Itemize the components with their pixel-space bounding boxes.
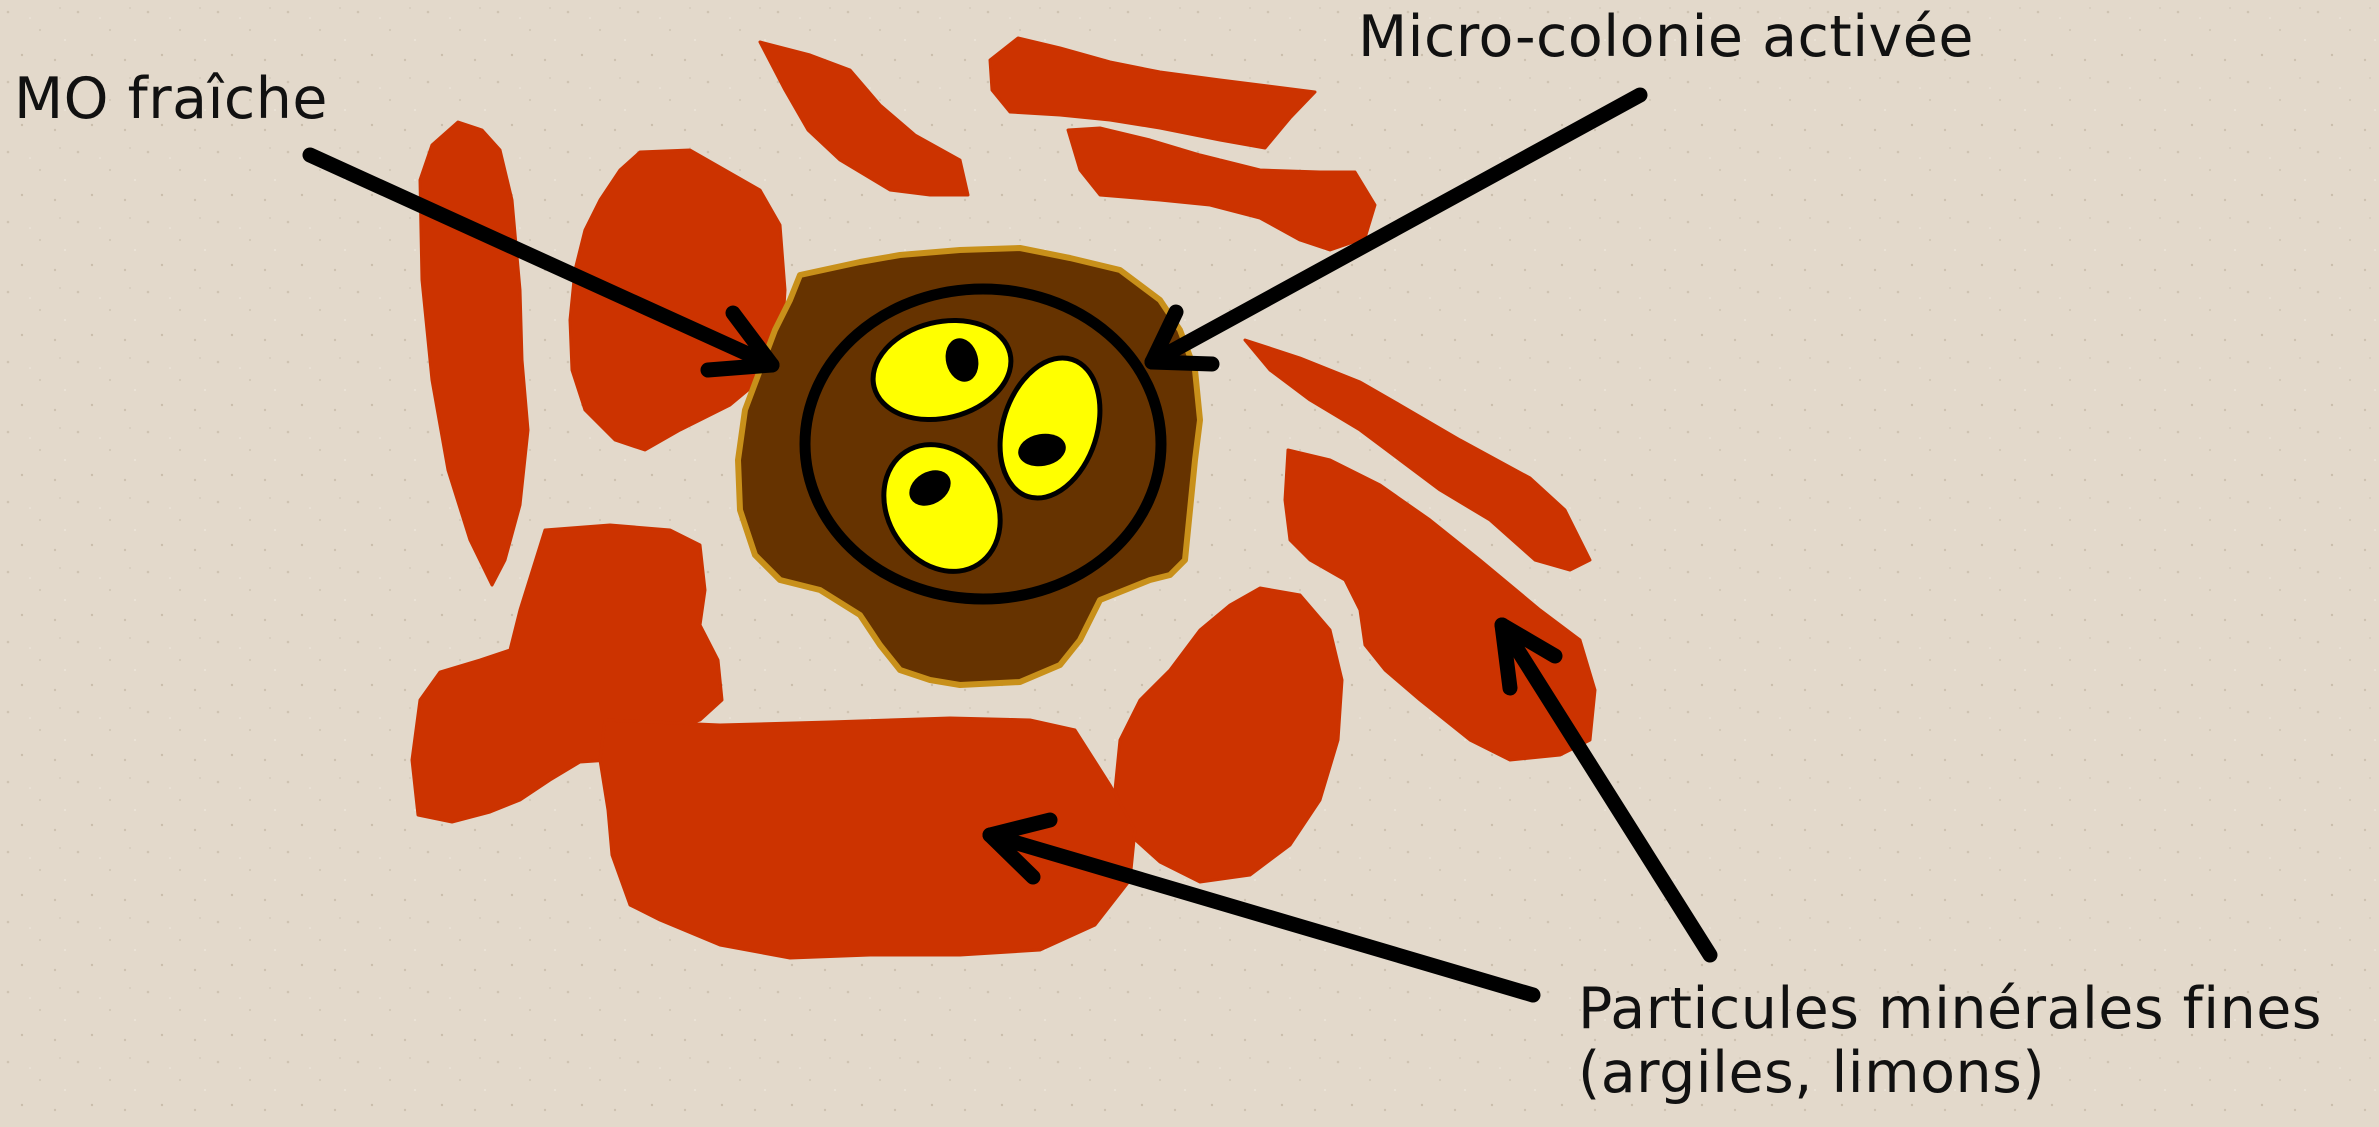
label-particles-line2: (argiles, limons): [1578, 1042, 2322, 1106]
label-particles-line1: Particules minérales fines: [1578, 978, 2322, 1042]
label-particles: Particules minérales fines (argiles, lim…: [1578, 978, 2322, 1106]
particle-bottom-large: [600, 718, 1135, 958]
label-micro-colony: Micro-colonie activée: [1358, 6, 1974, 70]
label-fresh-om: MO fraîche: [14, 68, 328, 132]
